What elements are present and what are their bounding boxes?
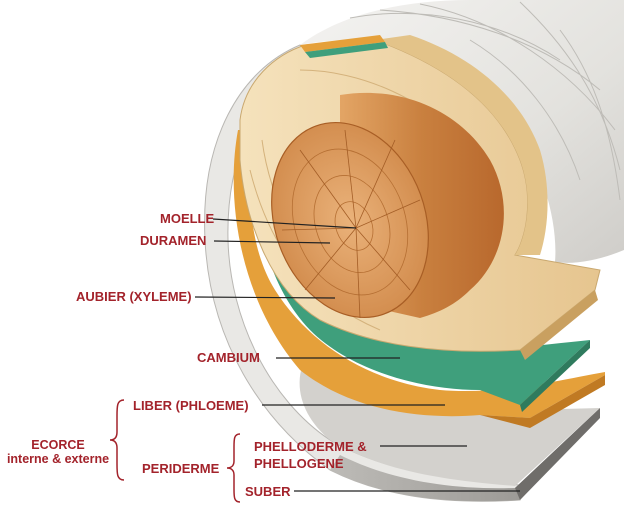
label-ecorce-line1: ECORCE — [31, 438, 85, 452]
label-cambium: CAMBIUM — [197, 350, 260, 365]
label-aubier: AUBIER (XYLEME) — [76, 289, 192, 304]
cambium-layer — [253, 120, 591, 412]
top-cut-rings — [300, 35, 388, 58]
label-periderme: PERIDERME — [142, 461, 220, 476]
label-moelle: MOELLE — [160, 211, 215, 226]
label-phelloderme-line1: PHELLODERME & — [254, 439, 367, 454]
periderme-brace-icon — [226, 433, 241, 503]
label-duramen: DURAMEN — [140, 233, 207, 248]
label-phelloderme-line2: PHELLOGENE — [254, 456, 344, 471]
liber-layer — [233, 130, 605, 428]
duramen-cylinder — [271, 92, 504, 319]
ecorce-brace-icon — [109, 399, 125, 481]
label-ecorce: ECORCE interne & externe — [4, 438, 112, 466]
suber-layer — [330, 408, 600, 502]
leader-lines — [194, 218, 520, 492]
phelloderme-layer — [299, 350, 600, 486]
label-ecorce-line2: interne & externe — [6, 452, 110, 466]
bark-cylinder — [300, 0, 624, 263]
label-suber: SUBER — [245, 484, 291, 499]
label-phelloderme: PHELLODERME & PHELLOGENE — [254, 438, 367, 472]
label-liber: LIBER (PHLOEME) — [133, 398, 249, 413]
